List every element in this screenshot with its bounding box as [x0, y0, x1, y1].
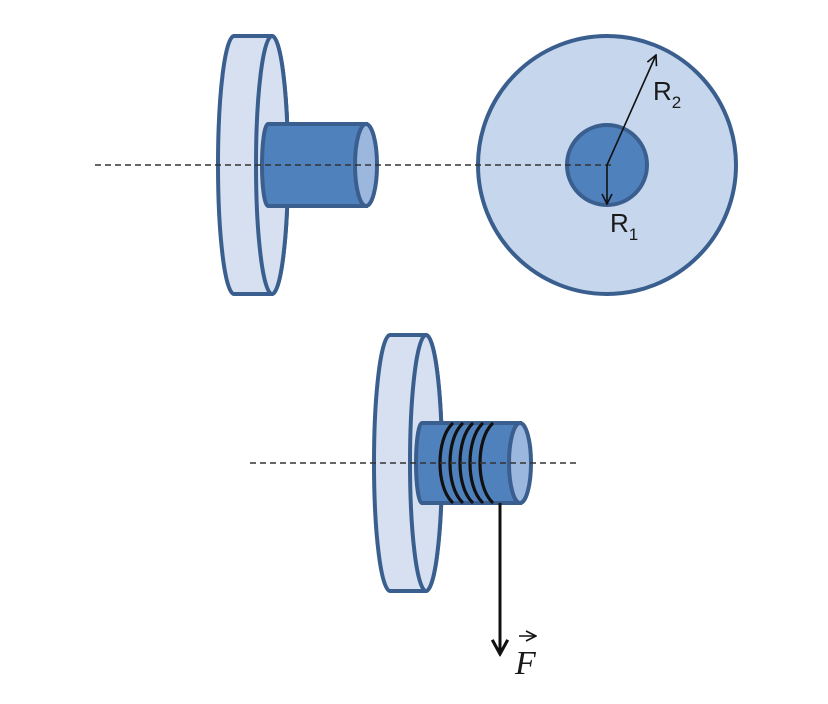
force-label-text: F — [514, 645, 537, 682]
r1-label: R1 — [610, 208, 638, 244]
force-label: F — [514, 636, 537, 682]
side-view-spool — [216, 34, 379, 296]
r2-label: R2 — [653, 76, 681, 112]
r1-label-main: R — [610, 208, 629, 238]
r2-label-main: R — [653, 76, 672, 106]
side-view-disk — [216, 34, 290, 296]
r2-label-sub: 2 — [672, 93, 681, 112]
r2-arrow — [606, 55, 656, 166]
r1-label-sub: 1 — [629, 225, 638, 244]
